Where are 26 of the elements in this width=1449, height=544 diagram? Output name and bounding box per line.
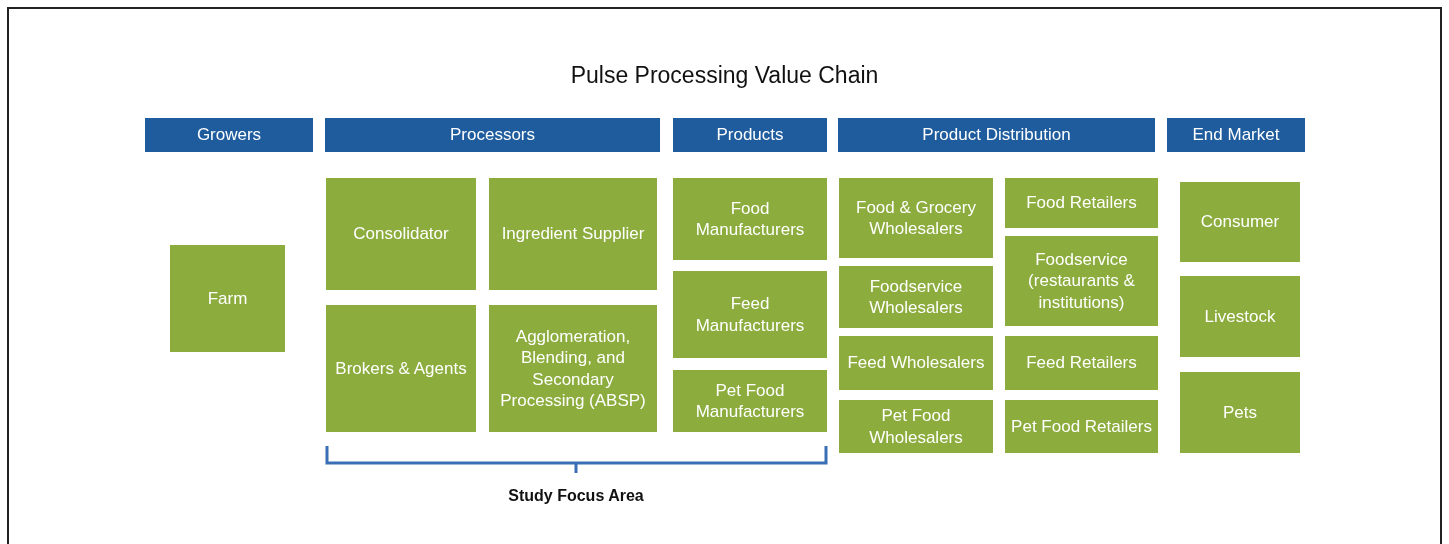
header-band: Products [673,118,827,152]
header-band: Processors [325,118,660,152]
header-band: End Market [1167,118,1305,152]
header-band: Growers [145,118,313,152]
category-box: Ingredient Supplier [489,178,657,290]
category-box: Agglomeration, Blending, and Secondary Processing (ABSP) [489,305,657,432]
category-box: Foodservice Wholesalers [839,266,993,328]
title: Pulse Processing Value Chain [569,62,880,89]
category-box: Food Manufacturers [673,178,827,260]
category-box: Pet Food Wholesalers [839,400,993,453]
bracket-label: Study Focus Area [507,487,645,505]
category-box: Brokers & Agents [326,305,476,432]
category-box: Pets [1180,372,1300,453]
category-box: Livestock [1180,276,1300,357]
header-band: Product Distribution [838,118,1155,152]
category-box: Pet Food Manufacturers [673,370,827,432]
category-box: Consumer [1180,182,1300,262]
category-box: Food & Grocery Wholesalers [839,178,993,258]
category-box: Consolidator [326,178,476,290]
category-box: Foodservice (restaurants & institutions) [1005,236,1158,326]
category-box: Pet Food Retailers [1005,400,1158,453]
category-box: Farm [170,245,285,352]
category-box: Feed Wholesalers [839,336,993,390]
category-box: Feed Retailers [1005,336,1158,390]
category-box: Feed Manufacturers [673,271,827,358]
category-box: Food Retailers [1005,178,1158,228]
